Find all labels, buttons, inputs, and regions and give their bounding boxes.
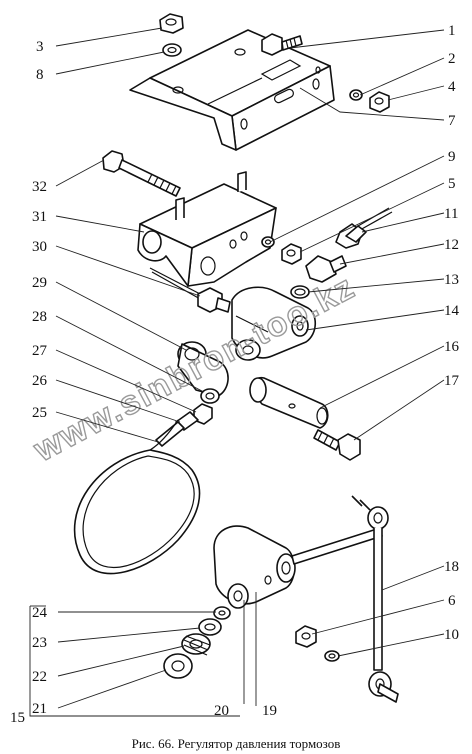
callout-10: 10	[444, 627, 459, 643]
part-bracket-7	[129, 29, 335, 151]
callout-18: 18	[444, 559, 459, 575]
callout-3: 3	[36, 39, 44, 55]
callout-1: 1	[448, 23, 456, 39]
part-piston-24	[213, 606, 231, 620]
callout-28: 28	[32, 309, 47, 325]
callout-8: 8	[36, 67, 44, 83]
callout-11: 11	[444, 206, 458, 222]
part-regulator-assembly-19	[213, 525, 383, 609]
part-pipe-fitting-30	[149, 267, 231, 313]
part-nut-5	[281, 243, 302, 265]
part-cap-21	[163, 653, 193, 679]
callout-19: 19	[262, 703, 277, 719]
callout-17: 17	[444, 373, 460, 389]
callout-24: 24	[32, 605, 48, 621]
part-washer-8	[162, 43, 182, 57]
callout-2: 2	[448, 51, 456, 67]
part-torsion-spring	[73, 419, 201, 575]
part-pipe-fitting-11	[335, 207, 393, 249]
callout-13: 13	[444, 272, 459, 288]
part-washer-9	[261, 236, 275, 248]
callout-14: 14	[444, 303, 460, 319]
part-bolt-32	[102, 150, 181, 197]
part-regulator-body-14	[231, 286, 317, 361]
callout-23: 23	[32, 635, 47, 651]
callout-20: 20	[214, 703, 229, 719]
callout-15: 15	[10, 710, 25, 726]
part-washer-2	[349, 89, 363, 101]
callout-4: 4	[448, 79, 456, 95]
callout-30: 30	[32, 239, 47, 255]
callout-32: 32	[32, 179, 47, 195]
callout-31: 31	[32, 209, 47, 225]
part-bushing-16	[249, 376, 329, 429]
part-nut-4	[369, 91, 390, 113]
callout-22: 22	[32, 669, 47, 685]
part-fitting-12	[305, 255, 347, 283]
part-washer-10	[324, 650, 340, 662]
part-spring-22	[181, 633, 211, 656]
part-bracket-31	[137, 171, 277, 287]
callout-16: 16	[444, 339, 460, 355]
callout-6: 6	[448, 593, 456, 609]
callout-29: 29	[32, 275, 47, 291]
part-link-rod-18	[351, 495, 399, 703]
callout-9: 9	[448, 149, 456, 165]
callout-26: 26	[32, 373, 48, 389]
figure-caption: Рис. 66. Регулятор давления тормозов	[132, 736, 341, 751]
callout-12: 12	[444, 237, 459, 253]
callout-5: 5	[448, 176, 456, 192]
part-nut-3	[159, 13, 184, 34]
callout-25: 25	[32, 405, 47, 421]
part-seal-23	[198, 618, 222, 636]
callout-27: 27	[32, 343, 48, 359]
part-bolt-17	[313, 429, 361, 461]
callout-21: 21	[32, 701, 47, 717]
callout-7: 7	[448, 113, 456, 129]
part-nut-6	[295, 625, 317, 648]
part-bolt-1	[261, 33, 303, 56]
watermark-text: www.sinbron-too.kz	[27, 268, 362, 470]
part-spring-28	[200, 388, 220, 404]
